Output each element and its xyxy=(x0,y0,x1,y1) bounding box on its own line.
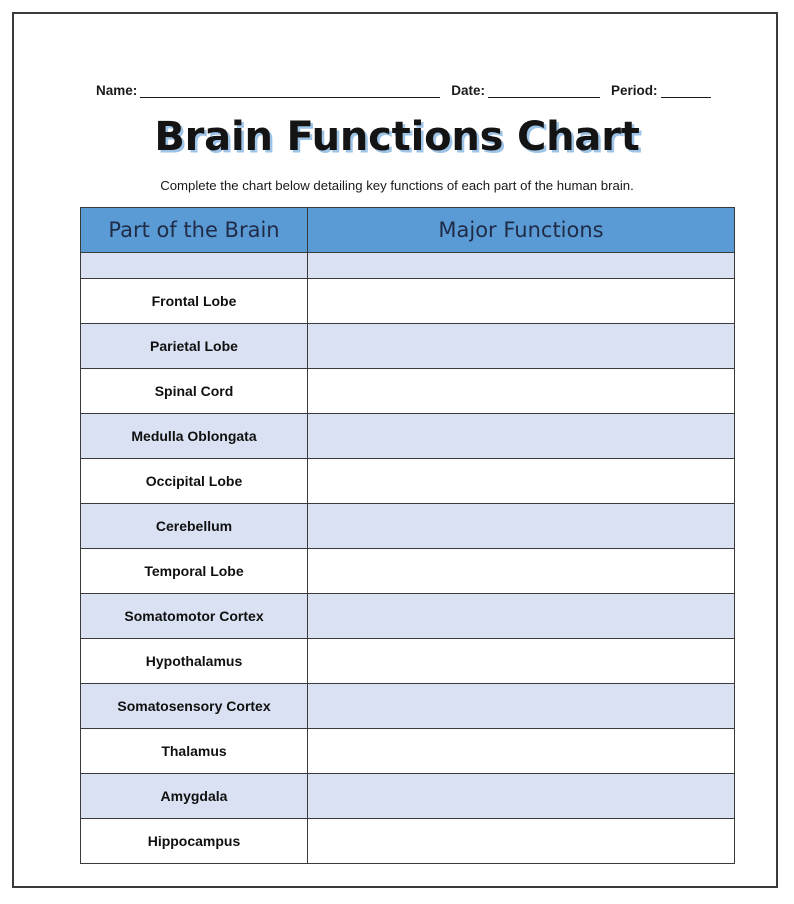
table-row: Spinal Cord xyxy=(80,368,735,414)
major-functions-answer-cell[interactable] xyxy=(307,503,735,549)
table-spacer-row xyxy=(80,252,735,279)
table-header-row: Part of the Brain Major Functions xyxy=(80,207,735,253)
period-field-blank[interactable] xyxy=(660,83,711,98)
major-functions-answer-cell[interactable] xyxy=(307,773,735,819)
brain-part-cell: Cerebellum xyxy=(80,503,308,549)
table-row: Frontal Lobe xyxy=(80,278,735,324)
student-info-bar: Name: Date: Period: xyxy=(96,76,712,98)
major-functions-answer-cell[interactable] xyxy=(307,638,735,684)
column-header-part-of-the-brain: Part of the Brain xyxy=(80,207,308,253)
brain-part-cell: Hippocampus xyxy=(80,818,308,864)
table-row: Temporal Lobe xyxy=(80,548,735,594)
date-field-blank[interactable] xyxy=(488,83,601,98)
brain-part-cell: Amygdala xyxy=(80,773,308,819)
table-row: Somatomotor Cortex xyxy=(80,593,735,639)
table-row: Cerebellum xyxy=(80,503,735,549)
major-functions-answer-cell[interactable] xyxy=(307,458,735,504)
table-row: Parietal Lobe xyxy=(80,323,735,369)
period-field-label: Period: xyxy=(611,83,658,98)
worksheet-page: Name: Date: Period: Brain Functions Char… xyxy=(12,12,778,888)
brain-part-cell: Occipital Lobe xyxy=(80,458,308,504)
brain-part-cell: Frontal Lobe xyxy=(80,278,308,324)
brain-part-cell: Parietal Lobe xyxy=(80,323,308,369)
brain-part-cell: Spinal Cord xyxy=(80,368,308,414)
major-functions-answer-cell[interactable] xyxy=(307,593,735,639)
table-row: Occipital Lobe xyxy=(80,458,735,504)
brain-part-cell: Thalamus xyxy=(80,728,308,774)
brain-part-cell: Temporal Lobe xyxy=(80,548,308,594)
page-title: Brain Functions Chart xyxy=(154,114,640,160)
table-row: Hippocampus xyxy=(80,818,735,864)
major-functions-answer-cell[interactable] xyxy=(307,818,735,864)
major-functions-answer-cell[interactable] xyxy=(307,683,735,729)
major-functions-answer-cell[interactable] xyxy=(307,413,735,459)
spacer-answer-cell xyxy=(307,252,735,279)
brain-part-cell: Hypothalamus xyxy=(80,638,308,684)
instructions-text: Complete the chart below detailing key f… xyxy=(160,178,634,193)
major-functions-answer-cell[interactable] xyxy=(307,323,735,369)
spacer-part-cell xyxy=(80,252,308,279)
brain-part-cell: Somatomotor Cortex xyxy=(80,593,308,639)
table-row: Medulla Oblongata xyxy=(80,413,735,459)
table-row: Hypothalamus xyxy=(80,638,735,684)
date-field-label: Date: xyxy=(451,83,486,98)
table-row: Amygdala xyxy=(80,773,735,819)
brain-functions-table: Part of the Brain Major Functions Fronta… xyxy=(80,207,735,864)
table-row: Thalamus xyxy=(80,728,735,774)
major-functions-answer-cell[interactable] xyxy=(307,728,735,774)
column-header-major-functions: Major Functions xyxy=(307,207,735,253)
name-field-label: Name: xyxy=(96,83,138,98)
name-field-blank[interactable] xyxy=(140,83,441,98)
table-row: Somatosensory Cortex xyxy=(80,683,735,729)
major-functions-answer-cell[interactable] xyxy=(307,548,735,594)
major-functions-answer-cell[interactable] xyxy=(307,368,735,414)
major-functions-answer-cell[interactable] xyxy=(307,278,735,324)
brain-part-cell: Somatosensory Cortex xyxy=(80,683,308,729)
brain-part-cell: Medulla Oblongata xyxy=(80,413,308,459)
